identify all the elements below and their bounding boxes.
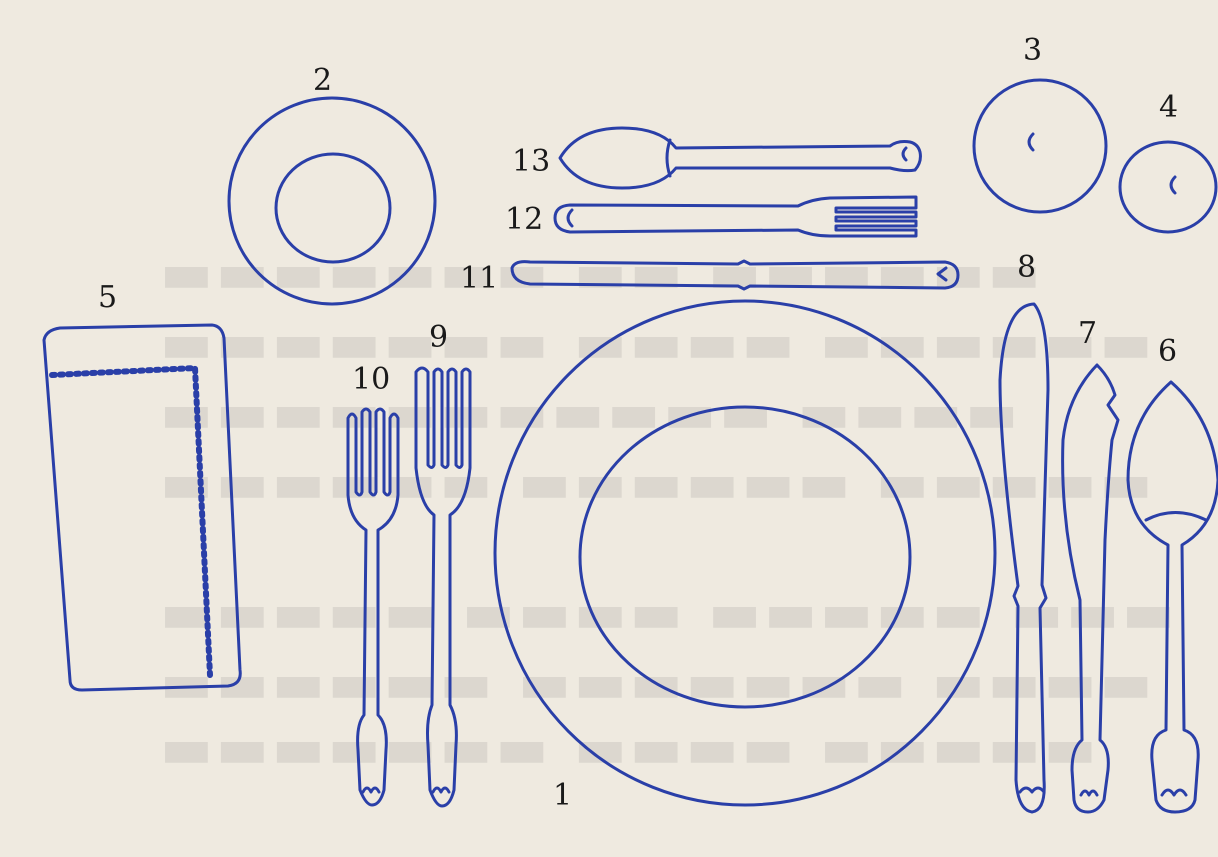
dinner-plate <box>495 301 995 805</box>
dessert-fork <box>555 197 916 236</box>
label-9: 9 <box>429 323 448 353</box>
label-8: 8 <box>1017 253 1036 283</box>
label-12: 12 <box>505 205 543 235</box>
wine-glass <box>1120 142 1216 232</box>
butter-knife <box>512 261 958 289</box>
label-11: 11 <box>460 264 498 294</box>
label-2: 2 <box>313 66 332 96</box>
label-10: 10 <box>352 365 390 395</box>
dessert-spoon <box>560 128 920 188</box>
fish-knife <box>1063 365 1118 812</box>
soup-spoon <box>1128 382 1218 812</box>
label-7: 7 <box>1078 319 1097 349</box>
salad-fork <box>348 409 398 805</box>
label-4: 4 <box>1159 93 1178 123</box>
dinner-fork <box>416 368 470 806</box>
label-6: 6 <box>1158 337 1177 367</box>
label-5: 5 <box>98 283 117 313</box>
dinner-knife <box>1000 304 1048 812</box>
label-13: 13 <box>512 147 550 177</box>
bread-plate <box>229 98 435 304</box>
label-1: 1 <box>553 781 572 811</box>
napkin <box>44 325 240 690</box>
label-3: 3 <box>1023 36 1042 66</box>
water-glass <box>974 80 1106 212</box>
